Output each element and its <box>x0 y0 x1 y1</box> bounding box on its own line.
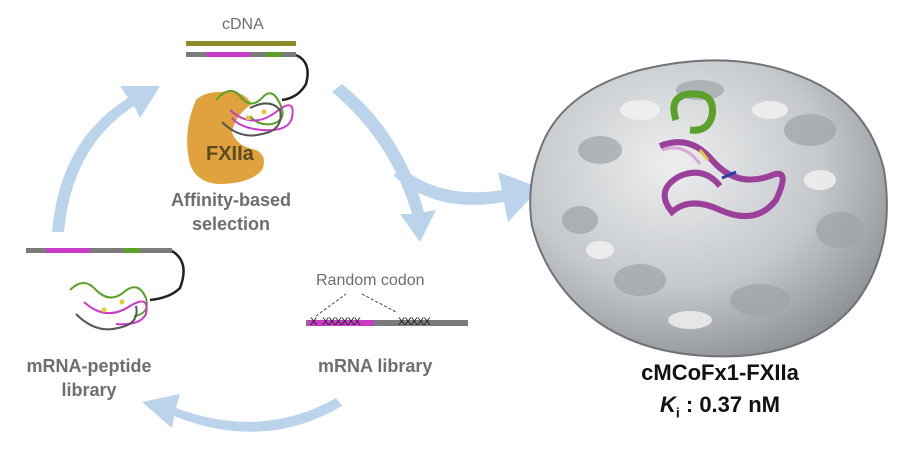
arrow-to-structure <box>394 166 540 222</box>
arrow-bottom-left <box>142 394 342 432</box>
mrna-library-label: mRNA library <box>318 356 433 376</box>
ki-value: : 0.37 nM <box>679 392 781 417</box>
fxiia-label: FXIIa <box>206 143 254 165</box>
random-codon-label: Random codon <box>316 272 425 289</box>
codon-bracket <box>315 293 397 317</box>
mrna-library-strand <box>306 293 468 326</box>
bound-peptide-ribbon <box>658 139 786 219</box>
ki-value-label: Ki : 0.37 nM <box>590 392 850 420</box>
codon-x-second: XXXXXX <box>322 316 361 328</box>
cdna-strand-top <box>186 41 296 46</box>
affinity-line-2: selection <box>191 214 271 234</box>
protein-surface <box>529 59 888 358</box>
peptide-line-1: mRNA-peptide <box>26 356 152 376</box>
puromycin-linker <box>281 53 309 102</box>
complex-name-label: cMCoFx1-FXIIa <box>641 360 799 385</box>
fxiia-enzyme-shape <box>187 91 264 184</box>
peptide-library-construct <box>26 248 185 331</box>
bound-peptide-green <box>670 90 717 134</box>
cdna-label: cDNA <box>222 16 264 33</box>
affinity-line-1: Affinity-based <box>170 190 291 210</box>
mrna-peptide-library-label: mRNA-peptide library <box>14 354 164 402</box>
arrow-top-right <box>332 84 436 242</box>
ki-subscript: i <box>675 404 680 421</box>
peptide-line-2: library <box>61 380 117 400</box>
mrna-random-region <box>206 52 250 57</box>
peptide-top <box>215 89 294 137</box>
codon-x-third: XXXXX <box>398 316 431 328</box>
cdna-construct <box>186 41 309 102</box>
ki-symbol: K <box>659 392 676 417</box>
arrow-left-up <box>52 86 160 232</box>
codon-x-first: X <box>310 316 317 328</box>
cycle-arrows <box>52 84 540 432</box>
affinity-selection-label: Affinity-based selection <box>156 188 306 236</box>
mrna-green-region <box>266 52 282 57</box>
